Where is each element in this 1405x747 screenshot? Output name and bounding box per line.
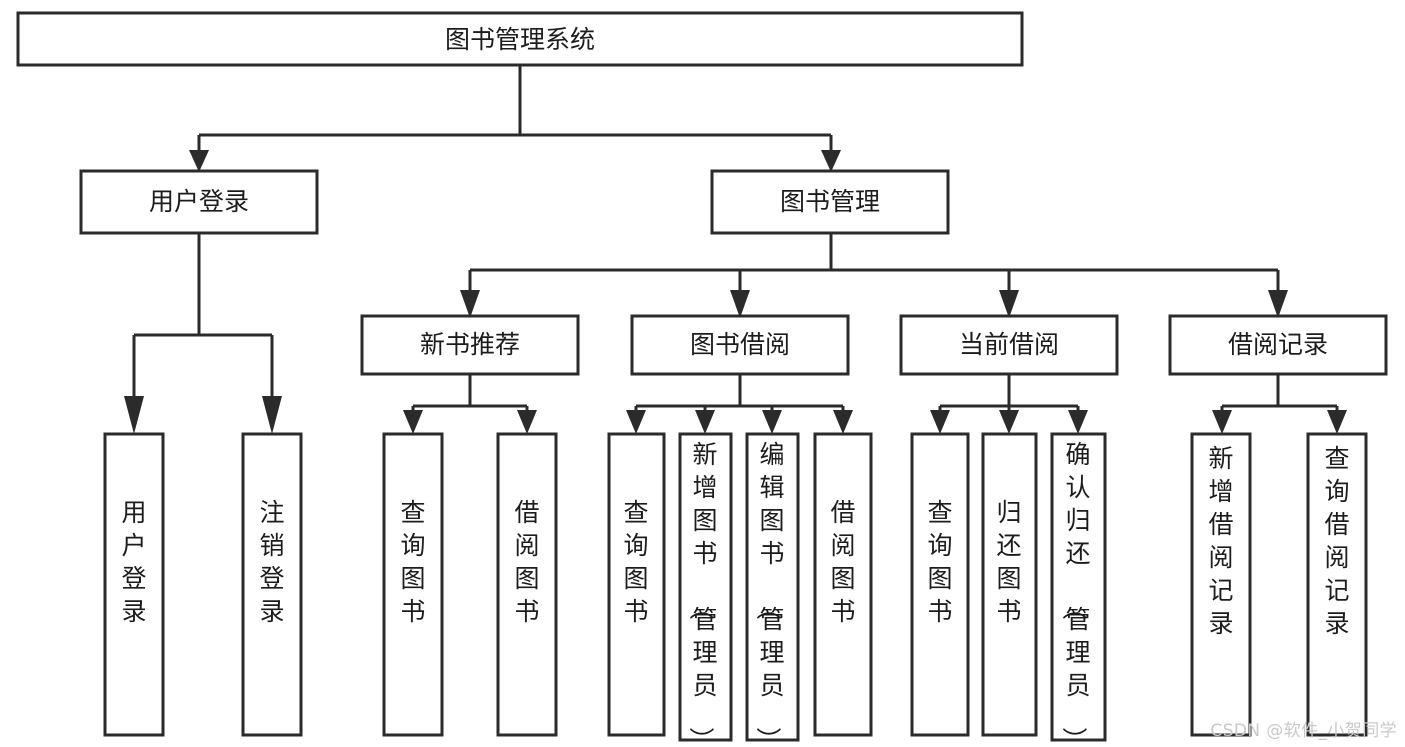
node-leaf-8-box[interactable] bbox=[813, 432, 873, 737]
arrow-to-new-book-rec bbox=[460, 290, 480, 318]
node-leaf-10-box[interactable] bbox=[981, 432, 1038, 737]
node-book-borrow-box[interactable] bbox=[630, 314, 850, 376]
node-leaf-3-box[interactable] bbox=[382, 432, 444, 737]
node-book-manage[interactable]: 图书管理 bbox=[710, 169, 950, 235]
node-leaf-1-label: 用户登录 bbox=[121, 498, 146, 626]
arrow-to-leaf-12 bbox=[1212, 410, 1232, 434]
node-leaf-11-label: 确认归还（管理员） bbox=[1059, 440, 1090, 747]
arrow-to-leaf-13 bbox=[1327, 410, 1347, 434]
arrow-to-leaf-6 bbox=[695, 410, 715, 434]
node-user-login-label: 用户登录 bbox=[149, 187, 249, 216]
node-current-borrow-box[interactable] bbox=[899, 314, 1119, 376]
node-leaf-12-box[interactable] bbox=[1190, 432, 1252, 737]
node-leaf-8-label: 借阅图书 bbox=[830, 498, 855, 626]
arrow-to-leaf-5 bbox=[626, 410, 646, 434]
node-leaf-2-label: 注销登录 bbox=[259, 498, 284, 626]
node-root[interactable]: 图书管理系统 bbox=[16, 11, 1024, 67]
arrow-to-book-borrow bbox=[730, 290, 750, 318]
arrow-to-leaf-3 bbox=[403, 410, 423, 434]
node-leaf-5-box[interactable] bbox=[607, 432, 666, 737]
node-leaf-5[interactable]: 查询图书 bbox=[607, 432, 666, 737]
node-current-borrow-label: 当前借阅 bbox=[959, 330, 1059, 359]
node-leaf-6[interactable]: 新增图书（管理员） bbox=[678, 432, 733, 747]
node-book-borrow[interactable]: 图书借阅 bbox=[630, 314, 850, 376]
node-user-login-box[interactable] bbox=[79, 169, 319, 235]
arrow-to-current-borrow bbox=[999, 290, 1019, 318]
node-book-manage-label: 图书管理 bbox=[780, 187, 880, 216]
node-leaf-2[interactable]: 注销登录 bbox=[241, 432, 303, 737]
node-book-manage-box[interactable] bbox=[710, 169, 950, 235]
arrow-to-leaf-8 bbox=[833, 410, 853, 434]
node-leaf-3[interactable]: 查询图书 bbox=[382, 432, 444, 737]
arrow-to-leaf-4 bbox=[517, 410, 537, 434]
node-leaf-1-box[interactable] bbox=[103, 432, 165, 737]
node-leaf-10-label: 归还图书 bbox=[996, 498, 1021, 626]
node-leaf-9-box[interactable] bbox=[910, 432, 970, 737]
node-leaf-5-label: 查询图书 bbox=[623, 498, 648, 626]
node-borrow-record[interactable]: 借阅记录 bbox=[1168, 314, 1388, 376]
node-leaf-12[interactable]: 新增借阅记录 bbox=[1190, 432, 1252, 737]
node-leaf-10[interactable]: 归还图书 bbox=[981, 432, 1038, 737]
arrow-to-leaf-7 bbox=[762, 410, 782, 434]
arrow-to-borrow-record bbox=[1268, 290, 1288, 318]
node-leaf-11-box[interactable] bbox=[1050, 432, 1107, 742]
node-leaf-6-box[interactable] bbox=[678, 432, 733, 742]
node-leaf-7-box[interactable] bbox=[745, 432, 800, 742]
node-current-borrow[interactable]: 当前借阅 bbox=[899, 314, 1119, 376]
node-leaf-13[interactable]: 查询借阅记录 bbox=[1306, 432, 1368, 737]
arrow-to-leaf-10 bbox=[999, 410, 1019, 434]
node-leaf-4-box[interactable] bbox=[496, 432, 558, 737]
node-leaf-13-label: 查询借阅记录 bbox=[1324, 444, 1349, 638]
node-leaf-11[interactable]: 确认归还（管理员） bbox=[1050, 432, 1107, 747]
arrow-to-leaf-1 bbox=[124, 396, 144, 434]
arrow-to-leaf-9 bbox=[930, 410, 950, 434]
node-new-book-rec-label: 新书推荐 bbox=[420, 330, 520, 359]
arrow-to-leaf-11 bbox=[1068, 410, 1088, 434]
node-leaf-8[interactable]: 借阅图书 bbox=[813, 432, 873, 737]
node-leaf-6-label: 新增图书（管理员） bbox=[686, 440, 717, 747]
node-book-borrow-label: 图书借阅 bbox=[690, 330, 790, 359]
node-leaf-13-box[interactable] bbox=[1306, 432, 1368, 737]
node-leaf-9[interactable]: 查询图书 bbox=[910, 432, 970, 737]
arrow-to-user-login bbox=[189, 150, 209, 172]
node-leaf-4-label: 借阅图书 bbox=[514, 498, 539, 626]
node-leaf-4[interactable]: 借阅图书 bbox=[496, 432, 558, 737]
node-leaf-1[interactable]: 用户登录 bbox=[103, 432, 165, 737]
node-leaf-7-label: 编辑图书（管理员） bbox=[753, 440, 784, 747]
node-leaf-9-label: 查询图书 bbox=[927, 498, 952, 626]
node-root-box[interactable] bbox=[16, 11, 1024, 67]
connector-layer bbox=[124, 65, 1347, 434]
node-borrow-record-box[interactable] bbox=[1168, 314, 1388, 376]
node-borrow-record-label: 借阅记录 bbox=[1228, 330, 1328, 359]
node-new-book-rec-box[interactable] bbox=[360, 314, 580, 376]
node-leaf-12-label: 新增借阅记录 bbox=[1208, 444, 1233, 638]
node-user-login[interactable]: 用户登录 bbox=[79, 169, 319, 235]
csdn-watermark: CSDN @软件_小贺同学 bbox=[1210, 721, 1397, 741]
node-root-label: 图书管理系统 bbox=[445, 25, 595, 54]
arrow-to-book-manage bbox=[821, 150, 841, 172]
node-leaf-7[interactable]: 编辑图书（管理员） bbox=[745, 432, 800, 747]
node-new-book-rec[interactable]: 新书推荐 bbox=[360, 314, 580, 376]
node-leaf-3-label: 查询图书 bbox=[400, 498, 425, 626]
arrow-to-leaf-2 bbox=[262, 396, 282, 434]
node-leaf-2-box[interactable] bbox=[241, 432, 303, 737]
